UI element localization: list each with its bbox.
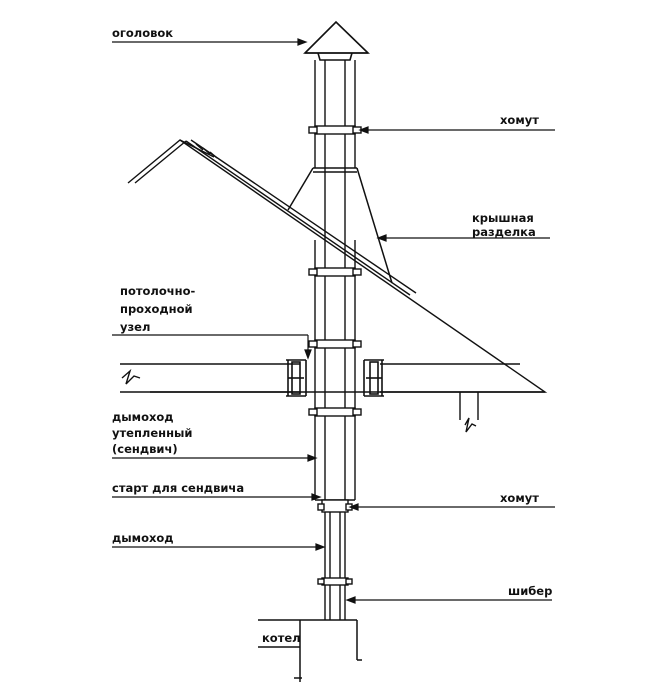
label-start: старт для сендвича	[112, 481, 244, 495]
label-ceiling-pass-1: потолочно-	[120, 284, 195, 298]
label-clamp-bottom: хомут	[500, 491, 539, 505]
roof	[127, 139, 548, 393]
boiler	[258, 619, 362, 682]
label-sandwich-3: (сендвич)	[112, 442, 178, 456]
chimney-cap	[303, 20, 370, 61]
label-boiler: котел	[262, 631, 301, 645]
label-ceiling-pass-3: узел	[120, 320, 150, 334]
ceiling	[120, 363, 545, 433]
label-clamp-top: хомут	[500, 113, 539, 127]
ceiling-pass-node	[286, 359, 384, 397]
flue-pipe	[324, 512, 346, 620]
label-sandwich-1: дымоход	[112, 410, 174, 424]
label-roof-pass-2: разделка	[472, 225, 536, 239]
label-cap: оголовок	[112, 26, 173, 40]
label-damper: шибер	[508, 584, 552, 598]
damper-clamp	[317, 577, 353, 586]
label-ceiling-pass-2: проходной	[120, 302, 193, 316]
label-roof-pass-1: крышная	[472, 211, 534, 225]
pipe-clamps	[308, 125, 362, 417]
roof-pass-cone	[287, 167, 393, 284]
label-flue: дымоход	[112, 531, 174, 545]
sandwich-start	[317, 499, 353, 513]
leader-lines	[112, 38, 555, 604]
label-sandwich-2: утепленный	[112, 426, 192, 440]
